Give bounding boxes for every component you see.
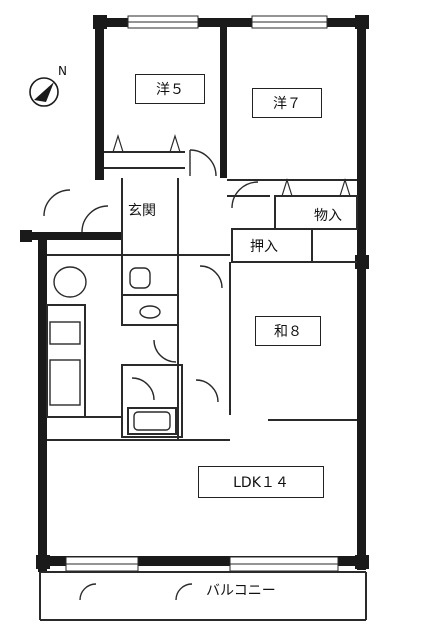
door-swings xyxy=(43,149,259,601)
room-label-entrance: 玄関 xyxy=(128,203,156,219)
room-label-balcony: バルコニー xyxy=(206,583,276,599)
room-label-western-5: 洋５ xyxy=(135,74,205,104)
room-label-ldk: LDK１４ xyxy=(198,466,324,498)
closet-triangles xyxy=(112,133,351,197)
room-label-japanese-8: 和８ xyxy=(255,316,321,346)
room-label-closet: 押入 xyxy=(250,239,278,255)
exterior-walls xyxy=(20,15,369,572)
compass-north-label: N xyxy=(58,64,67,78)
windows xyxy=(65,15,339,572)
interior-walls xyxy=(39,151,367,621)
compass-icon xyxy=(29,77,59,107)
fixtures xyxy=(49,266,171,431)
room-label-storage: 物入 xyxy=(314,208,342,224)
room-label-western-7: 洋７ xyxy=(252,88,322,118)
